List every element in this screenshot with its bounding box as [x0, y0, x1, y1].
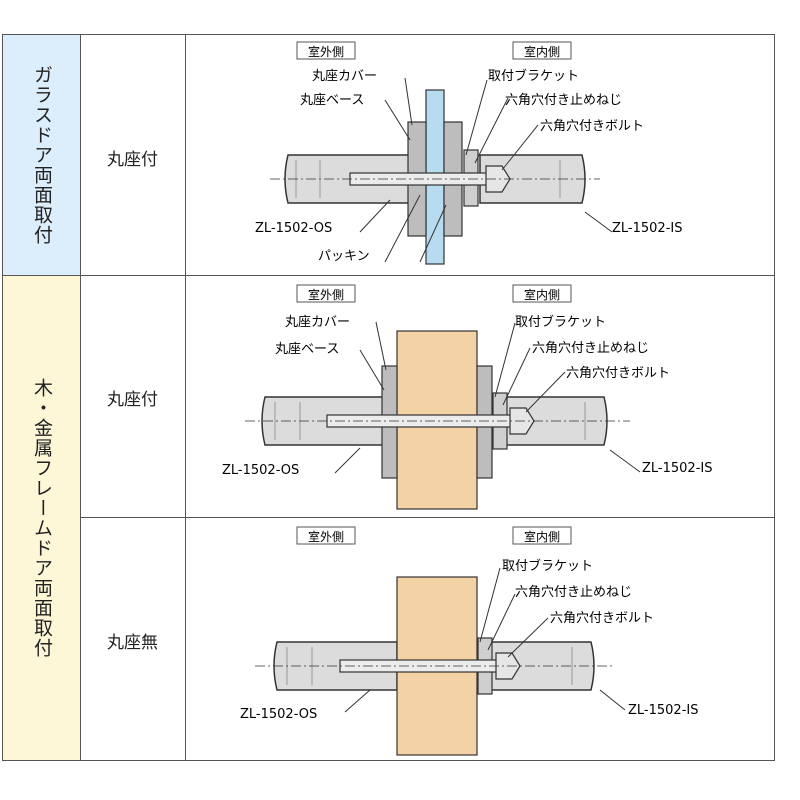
label-bracket: 取付ブラケット: [502, 558, 593, 574]
label-bolt: 六角穴付きボルト: [566, 366, 670, 381]
diagram-glass-door: 室外側 室内側 丸座カバー 丸座ベース 取付ブラケット 六角穴付き止めねじ 六角…: [255, 41, 682, 265]
label-indoor: 室内側: [512, 526, 572, 545]
label-set-screw: 六角穴付き止めねじ: [515, 585, 632, 600]
label-bracket: 取付ブラケット: [488, 68, 579, 84]
leader-lines: [344, 567, 626, 713]
label-bolt: 六角穴付きボルト: [550, 611, 654, 626]
hex-bolt-head: [485, 165, 511, 193]
label-indoor-text: 室内側: [524, 44, 560, 59]
label-indoor: 室内側: [512, 41, 572, 60]
label-rosette-cover: 丸座カバー: [312, 69, 377, 84]
category-cell-glass: ガラスドア両面取付: [3, 35, 80, 275]
label-is: ZL-1502-IS: [612, 221, 682, 236]
label-outdoor-text: 室外側: [308, 287, 344, 302]
diagram-frame-door-rosette: 室外側 室内側 丸座カバー 丸座ベース 取付ブラケット 六角穴付き止めねじ 六角…: [222, 284, 712, 510]
divider-row-2: [80, 517, 774, 518]
label-bracket: 取付ブラケット: [515, 314, 606, 330]
label-indoor-text: 室内側: [524, 287, 560, 302]
label-is: ZL-1502-IS: [642, 461, 712, 476]
category-label-frame: 木・金属フレームドア両面取付: [31, 378, 53, 658]
diagram-frame-door-no-rosette: 室外側 室内側 取付ブラケット 六角穴付き止めねじ 六角穴付きボルト ZL-15…: [240, 526, 698, 756]
category-cell-frame: 木・金属フレームドア両面取付: [3, 276, 80, 760]
leader-lines: [359, 77, 613, 263]
label-indoor-text: 室内側: [524, 529, 560, 544]
label-outdoor-text: 室外側: [308, 44, 344, 59]
type-label-row3: 丸座無: [107, 633, 158, 653]
leader-lines: [334, 321, 641, 474]
label-rosette-base: 丸座ベース: [275, 342, 339, 357]
label-bolt: 六角穴付きボルト: [540, 119, 644, 134]
type-label-row1: 丸座付: [107, 150, 158, 170]
label-is: ZL-1502-IS: [628, 703, 698, 718]
divider-col-1: [80, 35, 81, 760]
label-rosette-cover: 丸座カバー: [285, 315, 350, 330]
label-set-screw: 六角穴付き止めねじ: [532, 341, 649, 356]
label-packing: パッキン: [318, 249, 370, 264]
label-os: ZL-1502-OS: [240, 707, 317, 722]
label-set-screw: 六角穴付き止めねじ: [505, 93, 622, 108]
label-rosette-base: 丸座ベース: [300, 93, 364, 108]
label-os: ZL-1502-OS: [222, 463, 299, 478]
label-indoor: 室内側: [512, 284, 572, 303]
label-os: ZL-1502-OS: [255, 221, 332, 236]
divider-row-1: [3, 275, 774, 276]
label-outdoor: 室外側: [296, 284, 356, 303]
label-outdoor: 室外側: [296, 526, 356, 545]
label-outdoor-text: 室外側: [308, 529, 344, 544]
type-label-row2: 丸座付: [107, 390, 158, 410]
divider-col-2: [185, 35, 186, 760]
table-frame: [2, 34, 775, 761]
label-outdoor: 室外側: [296, 41, 356, 60]
category-label-glass: ガラスドア両面取付: [31, 65, 53, 245]
